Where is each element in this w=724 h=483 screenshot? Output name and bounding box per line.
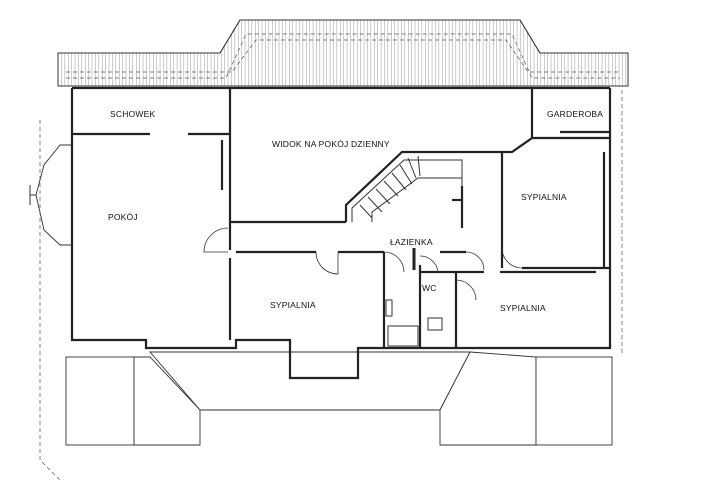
interior-walls bbox=[72, 88, 610, 348]
room-label-schowek: SCHOWEK bbox=[110, 109, 155, 119]
room-label-sypialnia-bottom: SYPIALNIA bbox=[500, 303, 546, 313]
room-label-lazienka: ŁAZIENKA bbox=[390, 237, 433, 247]
room-labels: SCHOWEK WIDOK NA POKÓJ DZIENNY GARDEROBA… bbox=[108, 109, 603, 313]
room-label-sypialnia-center: SYPIALNIA bbox=[270, 300, 316, 310]
door-swings bbox=[203, 227, 523, 301]
room-label-garderoba: GARDEROBA bbox=[547, 109, 603, 119]
roof-bottom bbox=[65, 351, 613, 446]
room-label-pokoj: POKÓJ bbox=[108, 212, 138, 222]
roof-left-lobe bbox=[29, 144, 73, 246]
room-label-sypialnia-right: SYPIALNIA bbox=[521, 192, 567, 202]
exterior-walls bbox=[70, 86, 612, 380]
room-label-wc: WC bbox=[422, 283, 437, 293]
roof-top bbox=[57, 19, 629, 87]
room-label-widok: WIDOK NA POKÓJ DZIENNY bbox=[272, 139, 390, 149]
